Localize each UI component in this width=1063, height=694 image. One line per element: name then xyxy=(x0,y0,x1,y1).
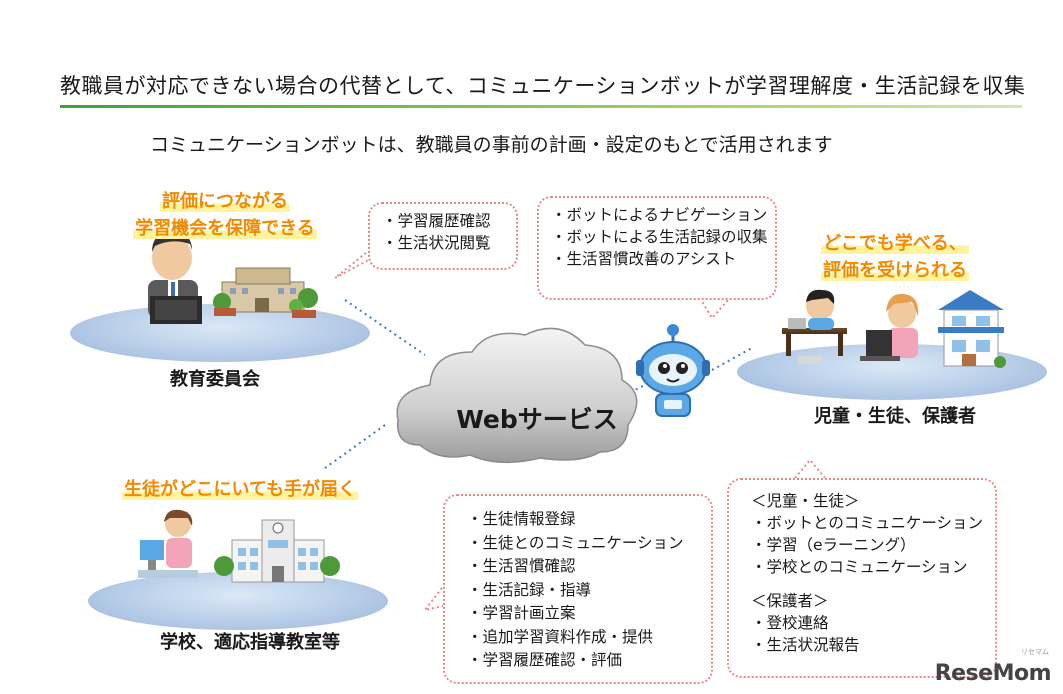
web-service-label: Webサービス xyxy=(456,405,618,434)
list-item: ・生徒情報登録 xyxy=(467,510,576,528)
school-staff-icon xyxy=(138,509,198,578)
family-label: 児童・生徒、保護者 xyxy=(814,406,976,427)
teacher-at-desk-icon xyxy=(148,232,202,324)
office-building-icon xyxy=(213,267,318,318)
family-highlight: どこでも学べる、 評価を受けられる xyxy=(821,233,969,281)
board-label: 教育委員会 xyxy=(170,369,260,390)
school-highlight: 生徒がどこにいても手が届く xyxy=(121,479,359,500)
list-item: ・学習（eラーニング） xyxy=(751,536,916,554)
list-item: ・ボットによる生活記録の収集 xyxy=(551,228,768,246)
school-label: 学校、適応指導教室等 xyxy=(160,632,340,653)
watermark-subtext: リセマム xyxy=(1021,648,1049,656)
connector-lines xyxy=(324,299,753,469)
list-item: ・追加学習資料作成・提供 xyxy=(467,627,654,646)
list-item: ・生活状況報告 xyxy=(751,636,860,654)
students-heading: ＜児童・生徒＞ xyxy=(751,492,860,510)
school-building-icon xyxy=(214,519,340,583)
list-item: ・生活習慣改善のアシスト xyxy=(551,250,737,268)
connector-school xyxy=(324,424,386,469)
school-bubble: ・生徒情報登録 ・生徒とのコミュニケーション ・生活習慣確認 ・生活記録・指導 … xyxy=(443,494,713,684)
connector-family xyxy=(711,347,753,371)
title-divider xyxy=(60,105,1022,108)
family-bubble: ＜児童・生徒＞ ・ボットとのコミュニケーション ・学習（eラーニング） ・学校と… xyxy=(727,478,997,678)
list-item: ・登校連絡 xyxy=(751,614,829,632)
list-item: ・学習計画立案 xyxy=(467,604,576,622)
cloud-icon xyxy=(396,327,638,464)
page-title: 教職員が対応できない場合の代替として、コミュニケーションボットが学習理解度・生活… xyxy=(60,74,1026,98)
list-item: ・生徒とのコミュニケーション xyxy=(467,533,684,552)
board-bubble: ・学習履歴確認 ・生活状況閲覧 xyxy=(368,202,518,270)
board-highlight: 評価につながる 学習機会を保障できる xyxy=(133,191,317,239)
connector-bot xyxy=(624,384,646,396)
list-item: ・生活状況閲覧 xyxy=(382,234,491,252)
robot-icon xyxy=(636,324,710,417)
list-item: ・ボットとのコミュニケーション xyxy=(751,514,984,532)
list-item: ・ボットによるナビゲーション xyxy=(551,206,768,224)
list-item: ・学習履歴確認・評価 xyxy=(467,651,623,669)
guardians-heading: ＜保護者＞ xyxy=(751,592,829,610)
parent-laptop-icon xyxy=(860,293,919,361)
resemom-logo: ReseMom xyxy=(934,661,1052,686)
list-item: ・生活記録・指導 xyxy=(467,580,592,599)
bot-bubble: ・ボットによるナビゲーション ・ボットによる生活記録の収集 ・生活習慣改善のアシ… xyxy=(537,196,777,300)
list-item: ・学習履歴確認 xyxy=(382,212,491,230)
connector-board xyxy=(344,299,426,356)
list-item: ・学校とのコミュニケーション xyxy=(751,558,968,576)
student-studying-icon xyxy=(782,289,847,364)
page-subtitle: コミュニケーションボットは、教職員の事前の計画・設定のもとで活用されます xyxy=(150,134,833,156)
house-icon xyxy=(938,290,1006,368)
list-item: ・生活習慣確認 xyxy=(467,557,576,575)
